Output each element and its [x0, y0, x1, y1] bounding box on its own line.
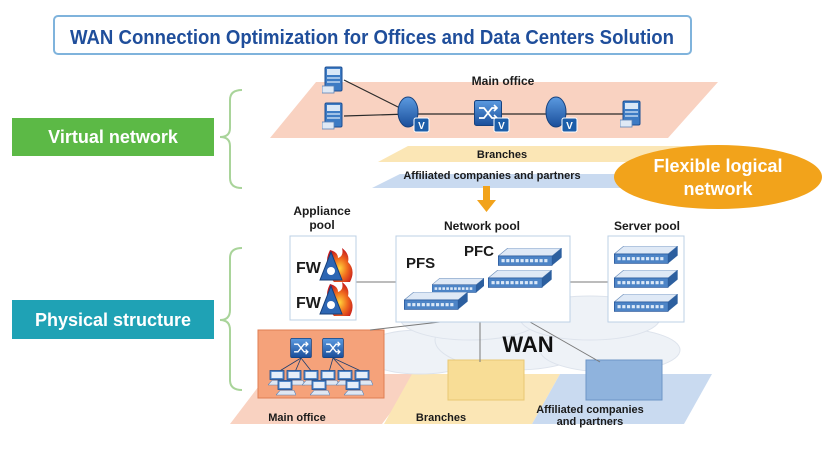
- virtual-bracket: [219, 89, 243, 189]
- main-office-links: [277, 357, 364, 373]
- main-switch-icon-1: [290, 338, 312, 358]
- server-pool-label: Server pool: [614, 219, 680, 233]
- main-switch-icon-2: [322, 338, 344, 358]
- physical-structure-label-box: [12, 300, 214, 339]
- pfc-label: PFC: [464, 243, 494, 260]
- appliance-pool-label-line1: Appliance: [293, 204, 351, 218]
- physical-affiliates-label-line1: Affiliated companies: [536, 404, 644, 416]
- virtual-network-label-box: [12, 118, 214, 156]
- branches-box: [447, 359, 525, 401]
- virtual-router-icon-2: V: [545, 96, 578, 133]
- pfc-device-icon: [498, 248, 562, 266]
- virtual-server-icon-1: [322, 66, 343, 94]
- server-device-icon-2: [614, 270, 678, 288]
- fw-label-2: FW: [296, 295, 322, 312]
- virtual-affiliates-label: Affiliated companies and partners: [403, 170, 580, 182]
- flexible-network-badge: [614, 145, 822, 209]
- virtual-router-icon-1: V: [397, 96, 430, 133]
- virtual-server-icon-2: [322, 102, 343, 130]
- pfs-label: PFS: [406, 255, 435, 272]
- server-device-icon-3: [614, 294, 678, 312]
- server-device-icon-1: [614, 246, 678, 264]
- firewall-icon-2: [319, 282, 353, 316]
- fw-label-1: FW: [296, 260, 322, 277]
- physical-links: [350, 281, 612, 363]
- virtual-network-label: Virtual network: [48, 127, 179, 147]
- flexible-network-line2: network: [683, 179, 753, 199]
- affiliates-box: [585, 359, 663, 401]
- virtual-branches-plane: [378, 146, 690, 162]
- pfs-device-icon-1: [488, 270, 552, 288]
- virtual-badge-text: V: [498, 121, 505, 132]
- physical-main-office-label: Main office: [268, 412, 325, 424]
- virtual-switch-icon: V: [474, 100, 510, 133]
- wan-label: WAN: [502, 332, 553, 357]
- virtual-badge-text: V: [418, 121, 425, 132]
- physical-affiliates-label-line2: and partners: [557, 416, 624, 428]
- title-box: [53, 15, 692, 55]
- down-arrow-icon: [477, 186, 496, 212]
- physical-bracket: [219, 247, 243, 391]
- physical-branches-label: Branches: [416, 412, 466, 424]
- virtual-badge-text: V: [566, 121, 573, 132]
- appliance-pool-label-line2: pool: [309, 218, 334, 232]
- network-pool-label: Network pool: [444, 219, 520, 233]
- flexible-network-line1: Flexible logical: [653, 156, 782, 176]
- virtual-main-office-label: Main office: [472, 74, 535, 88]
- virtual-branches-label: Branches: [477, 149, 527, 161]
- pfs-device-icon-3: [404, 292, 468, 310]
- virtual-server-icon-3: [620, 100, 641, 128]
- pfs-device-icon-2: [432, 278, 484, 293]
- firewall-icon-1: [319, 248, 353, 282]
- page-title: WAN Connection Optimization for Offices …: [70, 27, 674, 49]
- physical-structure-label: Physical structure: [35, 310, 191, 330]
